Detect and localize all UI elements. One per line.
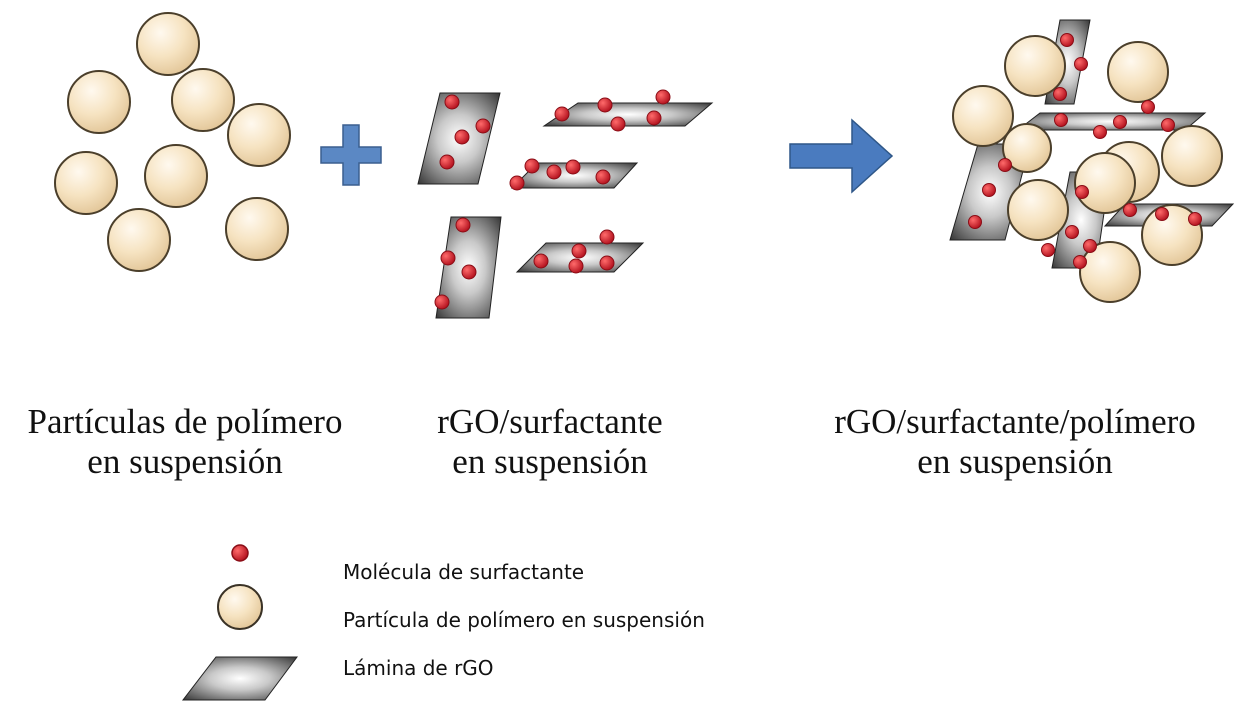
surfactant-molecule bbox=[440, 250, 456, 266]
surfactant-molecule bbox=[968, 215, 982, 229]
surfactant-molecule bbox=[982, 183, 996, 197]
legend-sheet-icon bbox=[181, 656, 298, 701]
legend-label-sheet: Lámina de rGO bbox=[343, 656, 494, 680]
caption-rgo-line2: en suspensión bbox=[452, 442, 648, 481]
surfactant-molecule bbox=[571, 243, 587, 259]
surfactant-molecule bbox=[610, 116, 626, 132]
polymer-particle bbox=[171, 68, 235, 132]
polymer-particle bbox=[1079, 241, 1141, 303]
legend-label-particle: Partícula de polímero en suspensión bbox=[343, 608, 705, 632]
legend-particle-icon bbox=[217, 584, 263, 630]
caption-polymer: Partículas de polímero en suspensión bbox=[10, 402, 360, 482]
surfactant-molecules bbox=[434, 89, 671, 310]
polymer-particle bbox=[67, 70, 131, 134]
legend-surfactant-icon bbox=[231, 544, 249, 562]
polymer-particle bbox=[1004, 35, 1066, 97]
surfactant-molecule bbox=[1155, 207, 1169, 221]
surfactant-molecule bbox=[646, 110, 662, 126]
polymer-particle bbox=[144, 144, 208, 208]
polymer-particle bbox=[1002, 123, 1052, 173]
polymer-particle bbox=[225, 197, 289, 261]
polymer-particle bbox=[1074, 152, 1136, 214]
surfactant-molecule bbox=[455, 217, 471, 233]
surfactant-molecule bbox=[1141, 100, 1155, 114]
polymer-particle bbox=[1007, 179, 1069, 241]
surfactant-molecule bbox=[434, 294, 450, 310]
legend-label-surfactant: Molécula de surfactante bbox=[343, 560, 585, 584]
surfactant-molecule bbox=[1060, 33, 1074, 47]
mixture-group bbox=[949, 19, 1235, 303]
surfactant-molecule bbox=[1113, 115, 1127, 129]
surfactant-molecule bbox=[454, 129, 470, 145]
caption-mixture-line1: rGO/surfactante/polímero bbox=[834, 402, 1196, 441]
caption-polymer-line1: Partículas de polímero bbox=[27, 402, 343, 441]
surfactant-molecule bbox=[1065, 225, 1079, 239]
surfactant-molecule bbox=[998, 158, 1012, 172]
caption-rgo-line1: rGO/surfactante bbox=[437, 402, 663, 441]
polymer-particle bbox=[227, 103, 291, 167]
surfactant-molecule bbox=[1074, 57, 1088, 71]
surfactant-molecule bbox=[444, 94, 460, 110]
polymer-particle bbox=[1161, 125, 1223, 187]
plus-icon bbox=[320, 124, 382, 186]
surfactant-molecule bbox=[1073, 255, 1087, 269]
surfactant-molecule bbox=[1093, 125, 1107, 139]
polymer-particle bbox=[107, 208, 171, 272]
polymer-particle bbox=[1141, 204, 1203, 266]
surfactant-molecule bbox=[524, 158, 540, 174]
polymer-particle bbox=[952, 85, 1014, 147]
surfactant-molecule bbox=[554, 106, 570, 122]
polymer-particles-group bbox=[54, 12, 291, 272]
surfactant-molecule bbox=[1123, 203, 1137, 217]
surfactant-molecule bbox=[599, 229, 615, 245]
rgo-surfactant-group bbox=[417, 92, 714, 319]
surfactant-molecule bbox=[1075, 185, 1089, 199]
caption-mixture: rGO/surfactante/polímero en suspensión bbox=[800, 402, 1230, 482]
surfactant-molecule bbox=[565, 159, 581, 175]
surfactant-molecule bbox=[595, 169, 611, 185]
surfactant-molecule bbox=[546, 164, 562, 180]
surfactant-molecule bbox=[597, 97, 613, 113]
polymer-particle bbox=[54, 151, 118, 215]
surfactant-molecule bbox=[509, 175, 525, 191]
surfactant-molecule bbox=[568, 258, 584, 274]
polymer-particle bbox=[1107, 41, 1169, 103]
legend-symbols bbox=[181, 544, 298, 701]
surfactant-molecule bbox=[1054, 113, 1068, 127]
surfactant-molecule bbox=[533, 253, 549, 269]
caption-polymer-line2: en suspensión bbox=[87, 442, 283, 481]
surfactant-molecule bbox=[475, 118, 491, 134]
rgo-sheet bbox=[1016, 112, 1207, 131]
caption-rgo: rGO/surfactante en suspensión bbox=[390, 402, 710, 482]
arrow-right-icon bbox=[789, 118, 894, 194]
surfactant-molecule bbox=[599, 255, 615, 271]
surfactant-molecule bbox=[1188, 212, 1202, 226]
surfactant-molecule bbox=[461, 264, 477, 280]
surfactant-molecule bbox=[655, 89, 671, 105]
surfactant-molecule bbox=[1041, 243, 1055, 257]
surfactant-molecule bbox=[1053, 87, 1067, 101]
caption-mixture-line2: en suspensión bbox=[917, 442, 1113, 481]
surfactant-molecule bbox=[439, 154, 455, 170]
surfactant-molecule bbox=[1161, 118, 1175, 132]
polymer-particle bbox=[136, 12, 200, 76]
surfactant-molecule bbox=[1083, 239, 1097, 253]
